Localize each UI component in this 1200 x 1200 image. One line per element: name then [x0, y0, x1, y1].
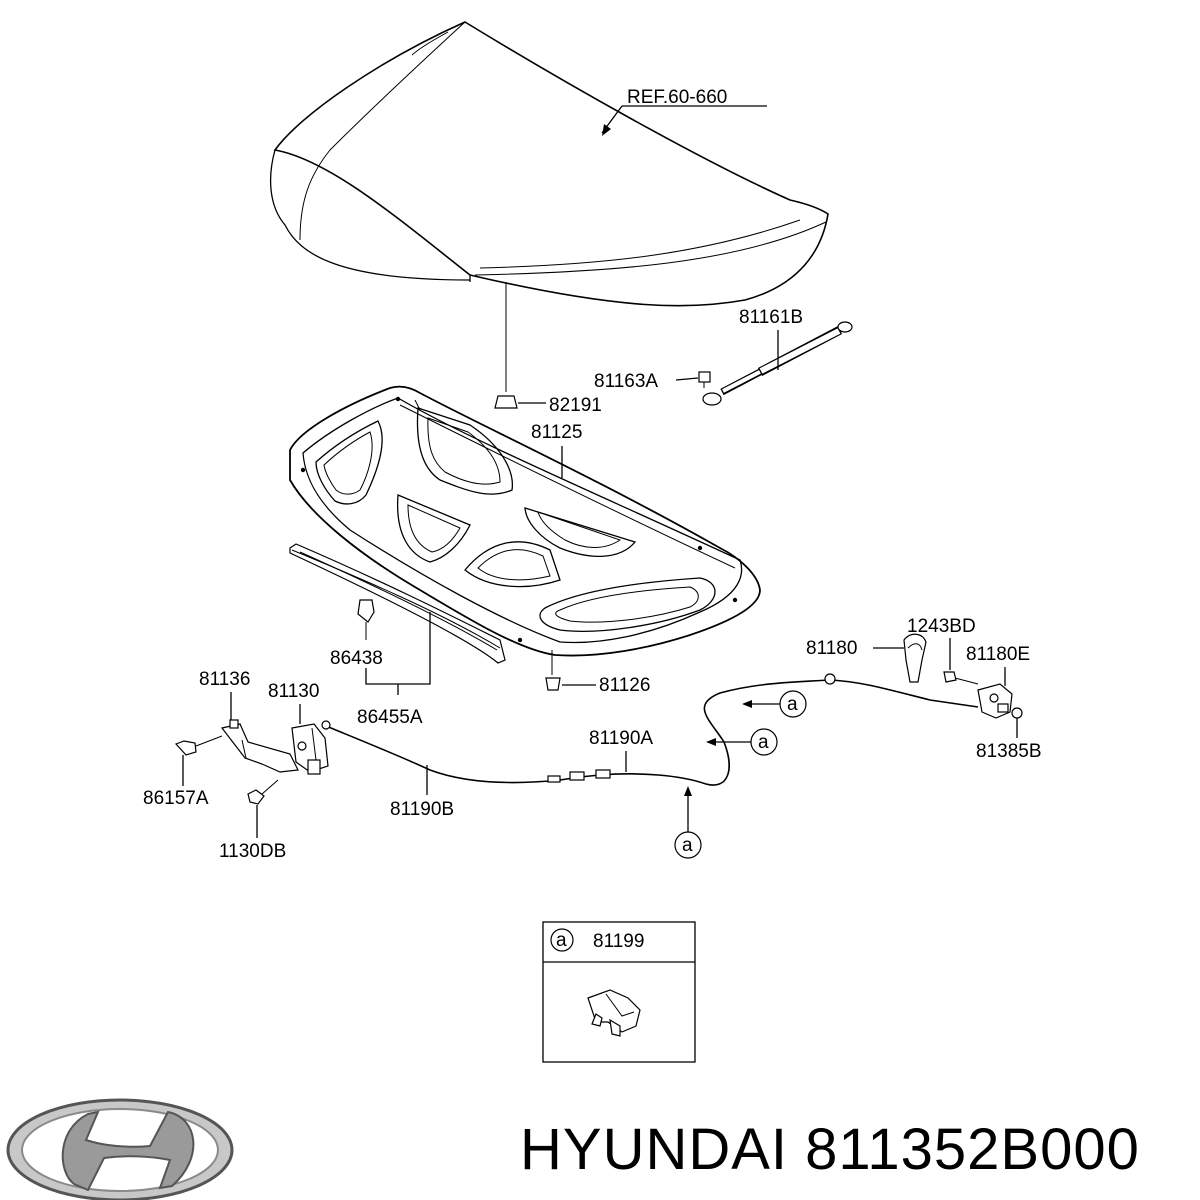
handle-assembly: [977, 683, 1013, 719]
label-cable-a: 81190A: [589, 728, 653, 749]
label-bumper-stop: 82191: [549, 395, 602, 416]
label-seal-strip: 86455A: [357, 707, 423, 728]
brand-part-caption: HYUNDAI 811352B000: [520, 1117, 1140, 1182]
cable-clip-part: [587, 989, 641, 1037]
strut-bracket: [698, 371, 711, 388]
legend-part-number: 81199: [593, 931, 644, 952]
bracket-bolt: [247, 779, 279, 805]
callout-a-top-text: a: [787, 694, 798, 715]
label-cable-b: 81190B: [390, 799, 454, 820]
callout-a-mid: a: [706, 728, 778, 756]
hood-panel: [269, 21, 829, 307]
handle-bolt: [943, 671, 979, 685]
label-bolt-latch: 86157A: [143, 788, 209, 809]
release-handle: [903, 633, 927, 683]
callout-a-bottom-text: a: [682, 835, 693, 856]
hyundai-logo: [6, 1098, 234, 1200]
label-hood-latch: 81130: [268, 681, 319, 702]
insulator-pad: [289, 385, 761, 657]
lift-strut: [702, 321, 853, 406]
clip-front: [357, 599, 375, 640]
hood-latch: [291, 723, 329, 775]
legend-box: a 81199: [542, 921, 696, 1063]
label-insulator-pad: 81125: [531, 422, 582, 443]
label-handle-screw: 81385B: [976, 741, 1042, 762]
handle-screw: [1011, 707, 1023, 719]
callout-a-mid-text: a: [758, 732, 769, 753]
label-clip-front: 86438: [330, 648, 383, 669]
label-latch-bracket: 81136: [199, 669, 250, 690]
label-pad-clip: 81126: [599, 675, 650, 696]
label-handle-bolt: 1243BD: [907, 616, 976, 637]
pad-clip: [545, 650, 561, 691]
seal-strip: [289, 543, 506, 664]
label-strut-bracket: 81163A: [594, 371, 658, 392]
release-cable: [321, 673, 979, 786]
bumper-stop: [494, 282, 518, 409]
latch-bracket: [220, 719, 299, 773]
label-ref-hood: REF.60-660: [627, 87, 727, 108]
label-release-handle: 81180: [806, 638, 857, 659]
latch-bolt: [174, 735, 223, 756]
callout-a-bottom: a: [674, 786, 702, 859]
callout-a-top: a: [742, 690, 807, 718]
legend-marker: a: [556, 930, 567, 951]
label-handle-assy: 81180E: [966, 644, 1030, 665]
label-bolt-bracket: 1130DB: [219, 841, 286, 862]
ref-hood-callout: REF.60-660: [601, 87, 767, 136]
label-lift-strut: 81161B: [739, 307, 803, 328]
